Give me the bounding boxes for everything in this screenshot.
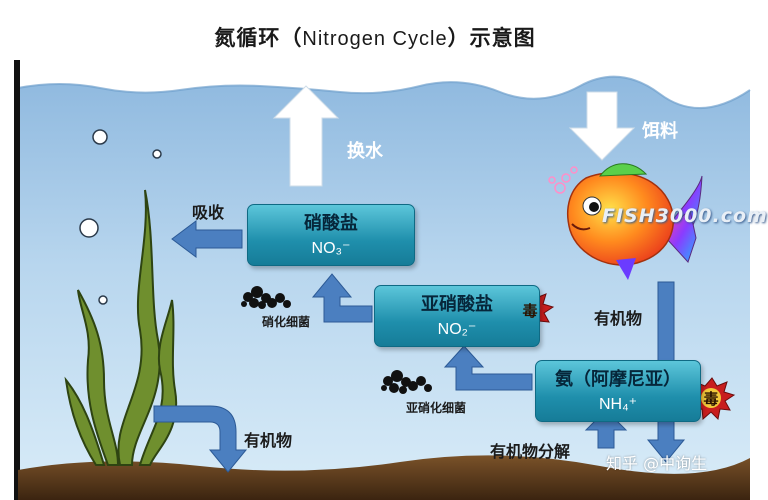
feed-label: 饵料: [642, 121, 678, 142]
title-cn-suffix: ）示意图: [447, 26, 536, 50]
ammonia-box: 氨（阿摩尼亚） NH₄⁺: [535, 360, 701, 422]
absorb-label: 吸收: [192, 203, 225, 222]
decomposition-label: 有机物分解: [490, 442, 571, 461]
aquatic-plant: [64, 189, 178, 466]
watermark: 知乎 @中询生: [606, 454, 708, 473]
gravel: [18, 455, 750, 500]
organic-matter-plant-label: 有机物: [244, 431, 293, 450]
nitrite-formula: NO₂⁻: [437, 321, 477, 338]
nitrifying-bacteria-label: 硝化细菌: [262, 315, 311, 329]
nitrite-name: 亚硝酸盐: [421, 294, 493, 315]
nitrifying-bacteria-icon: [241, 286, 291, 309]
title-cn-prefix: 氮循环（: [214, 26, 303, 50]
diagram-title: 氮循环（Nitrogen Cycle）示意图: [0, 22, 750, 52]
ammonia-name: 氨（阿摩尼亚）: [555, 369, 681, 390]
water-surface: [17, 75, 751, 110]
toxic-badge-nitrite: 毒: [510, 290, 550, 330]
feed-arrow: [568, 91, 636, 161]
title-en: Nitrogen Cycle: [302, 28, 448, 50]
water-change-arrow: [272, 85, 340, 187]
nitrate-formula: NO₃⁻: [311, 240, 351, 257]
water-change-label: 换水: [347, 141, 383, 162]
tank-wall: [14, 60, 20, 500]
nitrate-box: 硝酸盐 NO₃⁻: [247, 204, 415, 266]
toxic-badge-nitrite-label: 毒: [522, 302, 538, 320]
nitrite-box: 亚硝酸盐 NO₂⁻: [374, 285, 540, 347]
toxic-badge-ammonia-label: 毒: [703, 390, 719, 408]
fish-illustration: [548, 163, 703, 280]
toxic-badge-ammonia: 毒: [691, 378, 731, 418]
organic-matter-fish-label: 有机物: [594, 309, 643, 328]
nitrate-name: 硝酸盐: [304, 213, 358, 234]
nitrosifying-bacteria-label: 亚硝化细菌: [406, 401, 467, 415]
bubbles: [79, 129, 162, 305]
nitrosifying-bacteria-icon: [381, 370, 432, 394]
ammonia-formula: NH₄⁺: [598, 396, 638, 413]
brand-logo-text: FISH3000.com: [602, 205, 768, 227]
